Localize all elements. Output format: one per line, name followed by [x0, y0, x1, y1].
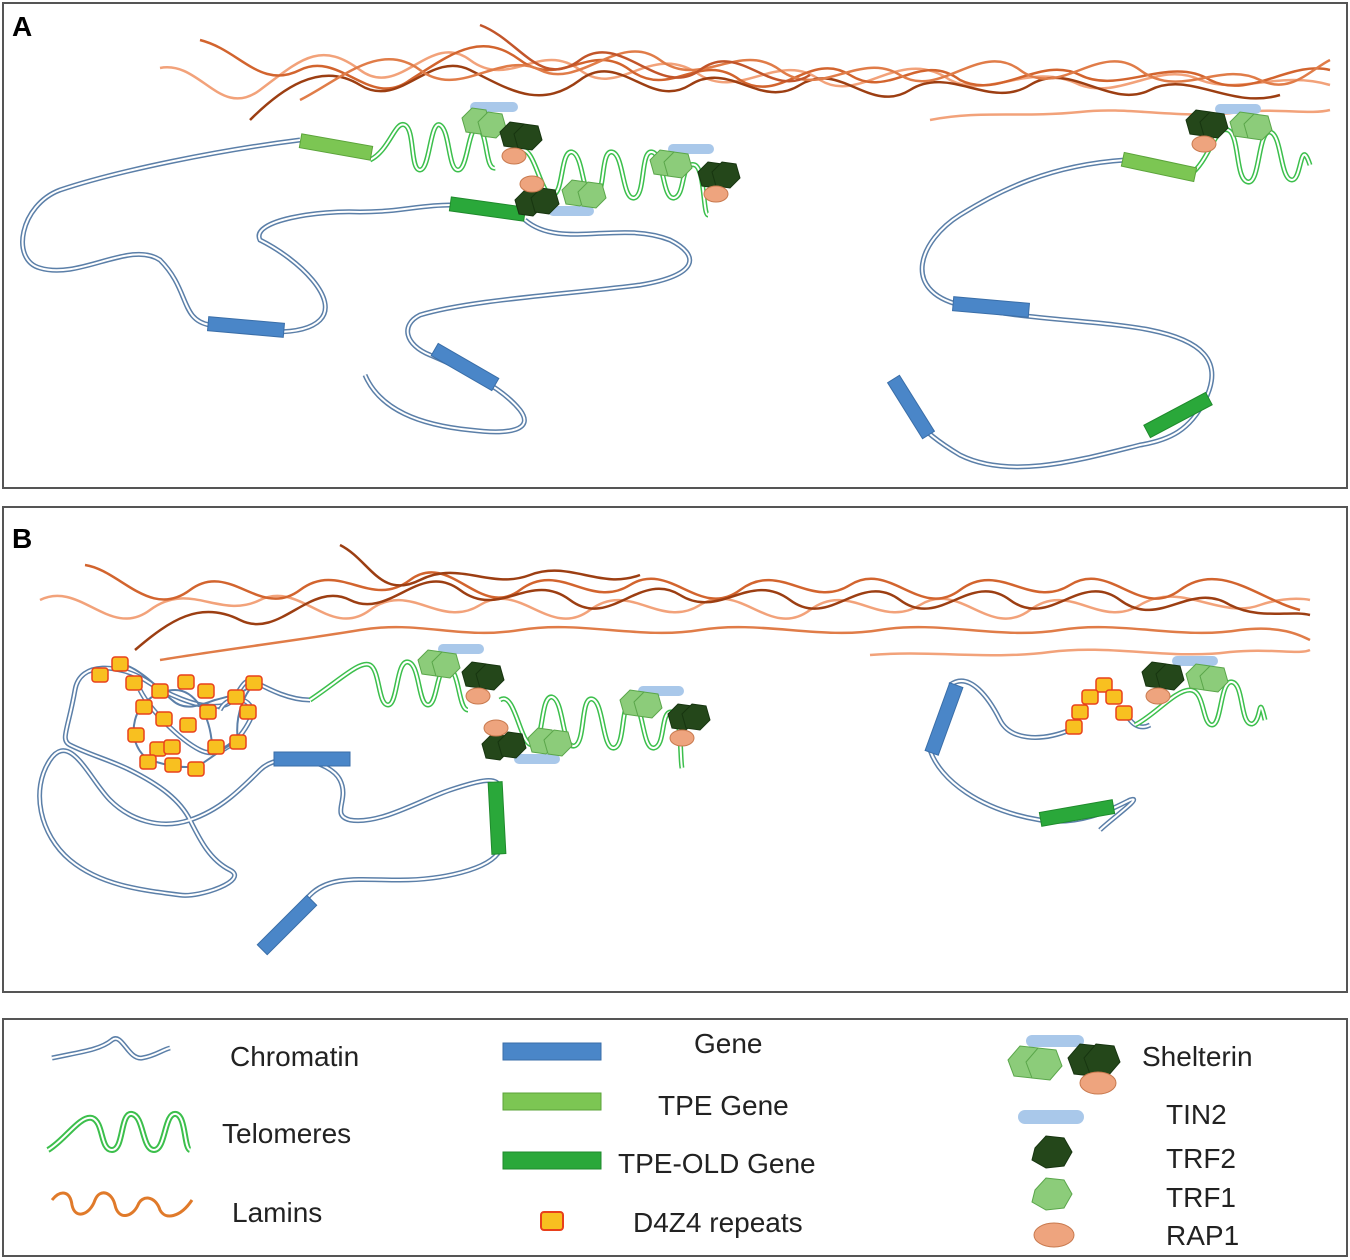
tpe-old-gene-symbol [502, 1151, 602, 1170]
legend-telomeres-label: Telomeres [222, 1118, 351, 1149]
trf1-symbol [1031, 1177, 1073, 1211]
lamins-b [39, 543, 1311, 662]
genes-b [256, 682, 1116, 956]
legend-d4z4: D4Z4 repeats [540, 1207, 803, 1238]
legend-tpe-old-gene: TPE-OLD Gene [502, 1148, 816, 1179]
trf2-symbol [1031, 1135, 1073, 1169]
gene [430, 342, 500, 392]
tpe-old-gene [487, 781, 507, 855]
legend-rap1: RAP1 [1033, 1220, 1239, 1251]
legend-chromatin: Chromatin [51, 1036, 359, 1072]
legend-tin2: TIN2 [1018, 1099, 1227, 1130]
tpe-gene [298, 133, 374, 161]
legend-tpe-old-gene-label: TPE-OLD Gene [618, 1148, 816, 1179]
tin2-symbol [1018, 1110, 1084, 1124]
tpe-gene [1120, 151, 1198, 183]
gene [951, 296, 1031, 318]
shelterin-complex [514, 175, 607, 217]
legend-gene-label: Gene [694, 1028, 763, 1059]
chromatin-a [20, 137, 1215, 470]
lamin-symbol [50, 1191, 194, 1218]
shelterin-a [461, 102, 1273, 217]
tpe-old-gene [1143, 391, 1213, 439]
gene [924, 682, 964, 756]
shelterin-complex [1141, 656, 1229, 705]
shelterin-complex [1185, 104, 1273, 153]
legend-trf2: TRF2 [1031, 1135, 1236, 1174]
legend-gene: Gene [502, 1028, 763, 1061]
shelterin-complex [461, 102, 543, 165]
panel-b-label: B [12, 523, 32, 554]
shelterin-complex [481, 719, 573, 764]
legend-frame [2, 1018, 1348, 1257]
panel-a: A [2, 2, 1348, 489]
gene [206, 316, 286, 338]
legend-shelterin: Shelterin [1007, 1035, 1253, 1095]
shelterin-b [417, 644, 1229, 764]
legend-trf1-label: TRF1 [1166, 1182, 1236, 1213]
d4z4-repeats-b [91, 656, 1133, 777]
legend-rap1-label: RAP1 [1166, 1220, 1239, 1251]
shelterin-symbol [1007, 1035, 1121, 1095]
gene [886, 374, 936, 440]
gene-symbol [502, 1042, 602, 1061]
gene [273, 751, 351, 767]
panel-b: B [2, 506, 1348, 993]
tpe-old-gene [1038, 799, 1116, 827]
tpe-gene-symbol [502, 1092, 602, 1111]
legend-tin2-label: TIN2 [1166, 1099, 1227, 1130]
rap1-symbol [1033, 1222, 1075, 1248]
legend-d4z4-label: D4Z4 repeats [633, 1207, 803, 1238]
genes-a [206, 133, 1213, 440]
legend-chromatin-label: Chromatin [230, 1041, 359, 1072]
shelterin-complex [649, 144, 741, 203]
shelterin-complex [417, 644, 505, 705]
shelterin-complex [619, 686, 711, 747]
legend: Chromatin Telomeres Lamins Gene TPE Gene… [2, 1018, 1348, 1257]
lamins-a [159, 23, 1331, 122]
legend-tpe-gene: TPE Gene [502, 1090, 789, 1121]
legend-telomeres: Telomeres [46, 1111, 351, 1154]
legend-trf2-label: TRF2 [1166, 1143, 1236, 1174]
d4z4-symbol [540, 1211, 564, 1231]
legend-trf1: TRF1 [1031, 1177, 1236, 1213]
legend-tpe-gene-label: TPE Gene [658, 1090, 789, 1121]
legend-lamins-label: Lamins [232, 1197, 322, 1228]
gene [256, 894, 318, 956]
panel-a-label: A [12, 11, 32, 42]
legend-lamins: Lamins [50, 1191, 322, 1228]
legend-shelterin-label: Shelterin [1142, 1041, 1253, 1072]
